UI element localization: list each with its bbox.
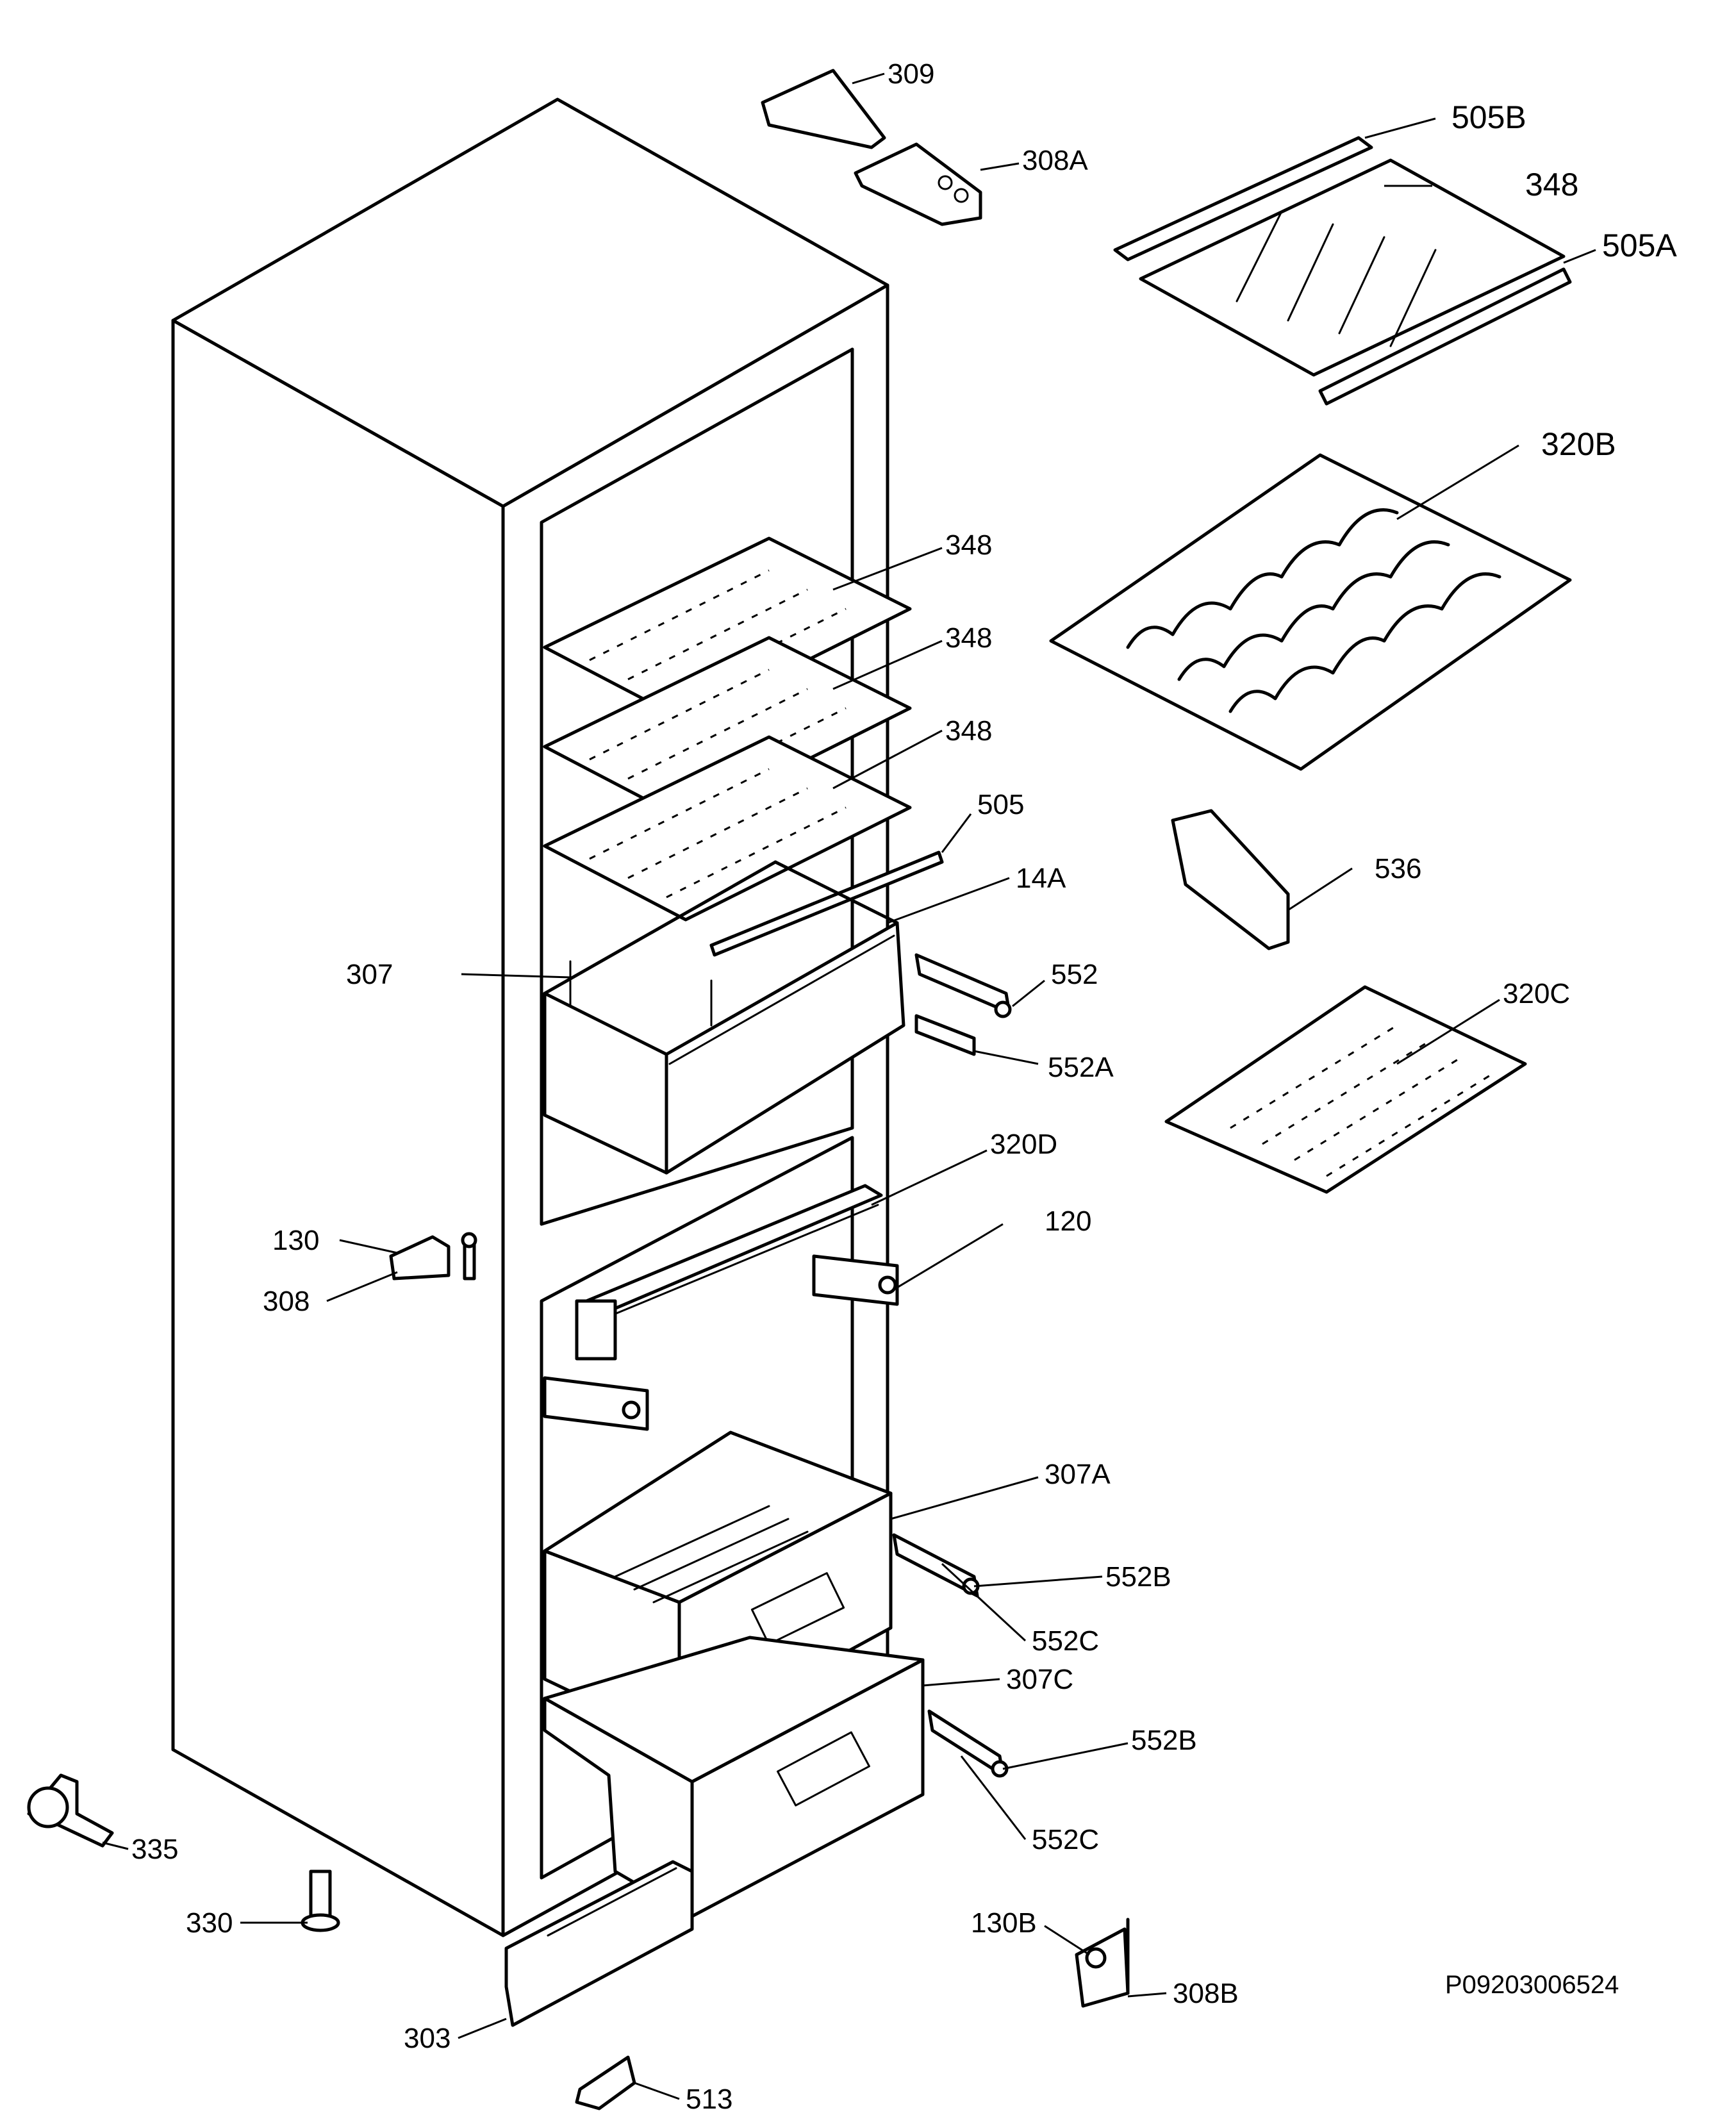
glass-shelf-3	[543, 735, 912, 922]
label-348-shelf-1: 348	[945, 529, 992, 561]
label-14a: 14A	[1016, 863, 1066, 894]
label-505: 505	[977, 789, 1024, 820]
wine-rack-320b	[1049, 453, 1572, 771]
label-505a: 505A	[1602, 228, 1677, 263]
left-bracket	[543, 1376, 649, 1431]
label-308: 308	[263, 1286, 310, 1317]
drawer-rail-552a	[914, 1014, 976, 1056]
label-505b: 505B	[1451, 99, 1526, 135]
label-120: 120	[1045, 1206, 1091, 1237]
screw-330	[301, 1869, 340, 1932]
label-513: 513	[686, 2084, 732, 2115]
plinth	[504, 1860, 694, 2027]
shelf-trim-505b	[1113, 136, 1373, 261]
drawer-rail-552	[914, 953, 1012, 1018]
label-308a: 308A	[1022, 145, 1088, 176]
divider-frame	[575, 1184, 883, 1361]
label-348-top: 348	[1525, 167, 1578, 203]
label-335: 335	[131, 1834, 178, 1865]
basket-536	[1171, 809, 1290, 950]
label-308b: 308B	[1173, 1978, 1239, 2009]
label-536: 536	[1375, 853, 1421, 884]
label-309: 309	[888, 58, 934, 90]
label-348-shelf-3: 348	[945, 715, 992, 747]
drawer-rail-552b-upper	[892, 1533, 980, 1598]
drawing-code: P09203006524	[1445, 1971, 1619, 1999]
label-307: 307	[346, 959, 393, 990]
bracket-120	[812, 1254, 899, 1306]
leader-lines	[102, 72, 1596, 2100]
hinge-308a	[854, 142, 982, 226]
label-320c: 320C	[1503, 978, 1570, 1009]
label-307a: 307A	[1045, 1459, 1111, 1490]
label-348-shelf-2: 348	[945, 622, 992, 654]
hinge-130-308	[389, 1232, 477, 1281]
label-307c: 307C	[1006, 1664, 1073, 1695]
label-320b: 320B	[1541, 426, 1616, 462]
clip-513	[575, 2055, 636, 2110]
hinge-130b-308b	[1075, 1918, 1130, 2008]
label-320d: 320D	[990, 1129, 1057, 1160]
label-130: 130	[272, 1225, 319, 1256]
crisper-drawer	[543, 860, 905, 1175]
label-552: 552	[1051, 959, 1098, 990]
label-552c-lower: 552C	[1032, 1824, 1099, 1855]
label-552b-upper: 552B	[1105, 1561, 1171, 1593]
drawer-rail-552b-lower	[927, 1709, 1009, 1778]
label-130b: 130B	[971, 1907, 1037, 1939]
label-552b-lower: 552B	[1131, 1725, 1197, 1756]
label-303: 303	[404, 2023, 451, 2054]
shelf-trim-505a	[1318, 267, 1572, 406]
floor-plate-320c	[1164, 985, 1527, 1194]
freezer-drawer-lower	[543, 1636, 925, 1918]
foot-335	[27, 1773, 114, 1848]
label-552a: 552A	[1048, 1052, 1114, 1083]
glass-shelf-348-top	[1139, 158, 1566, 377]
label-330: 330	[186, 1907, 233, 1939]
shelf-trim-505	[709, 850, 944, 957]
label-552c-upper: 552C	[1032, 1625, 1099, 1657]
hinge-cover-309	[761, 69, 886, 149]
part-labels: 309 308A 505B 348 505A 320B 348 348 348 …	[131, 58, 1677, 2115]
